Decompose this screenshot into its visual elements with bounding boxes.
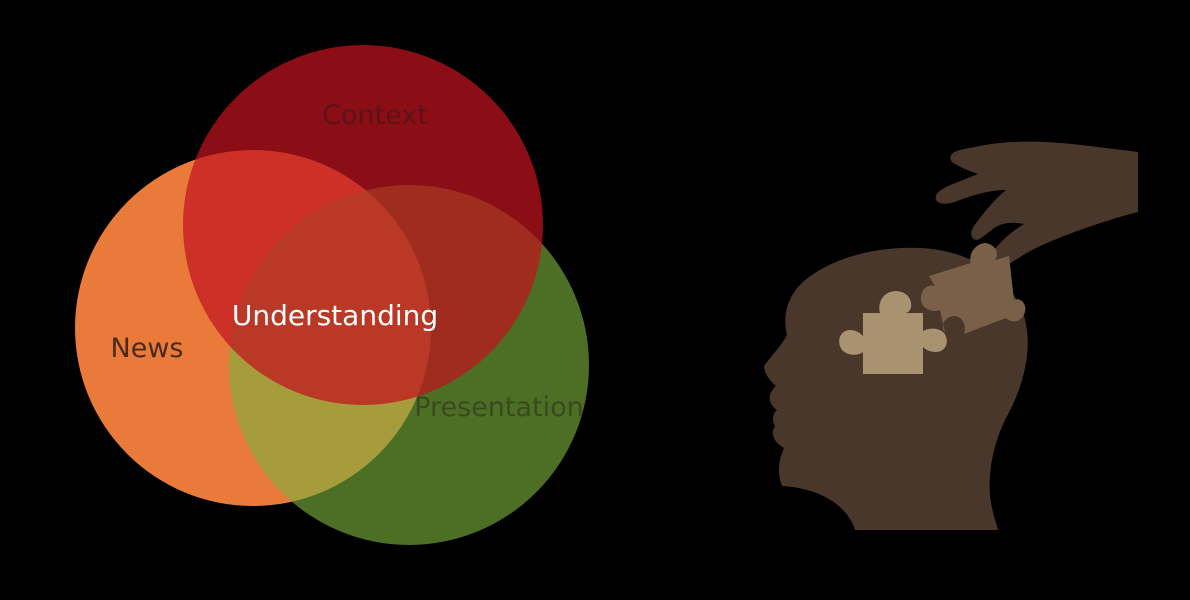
label-news: News — [111, 333, 184, 364]
puzzle-piece-icon — [920, 243, 1026, 334]
puzzle-piece-icon — [839, 291, 947, 374]
label-context: Context — [322, 100, 428, 131]
label-presentation: Presentation — [414, 392, 584, 423]
venn-diagram: Context News Presentation Understanding — [75, 45, 589, 545]
circle-context — [183, 45, 543, 405]
head-illustration — [764, 141, 1138, 530]
hand-icon — [935, 141, 1138, 270]
label-understanding: Understanding — [232, 299, 438, 332]
